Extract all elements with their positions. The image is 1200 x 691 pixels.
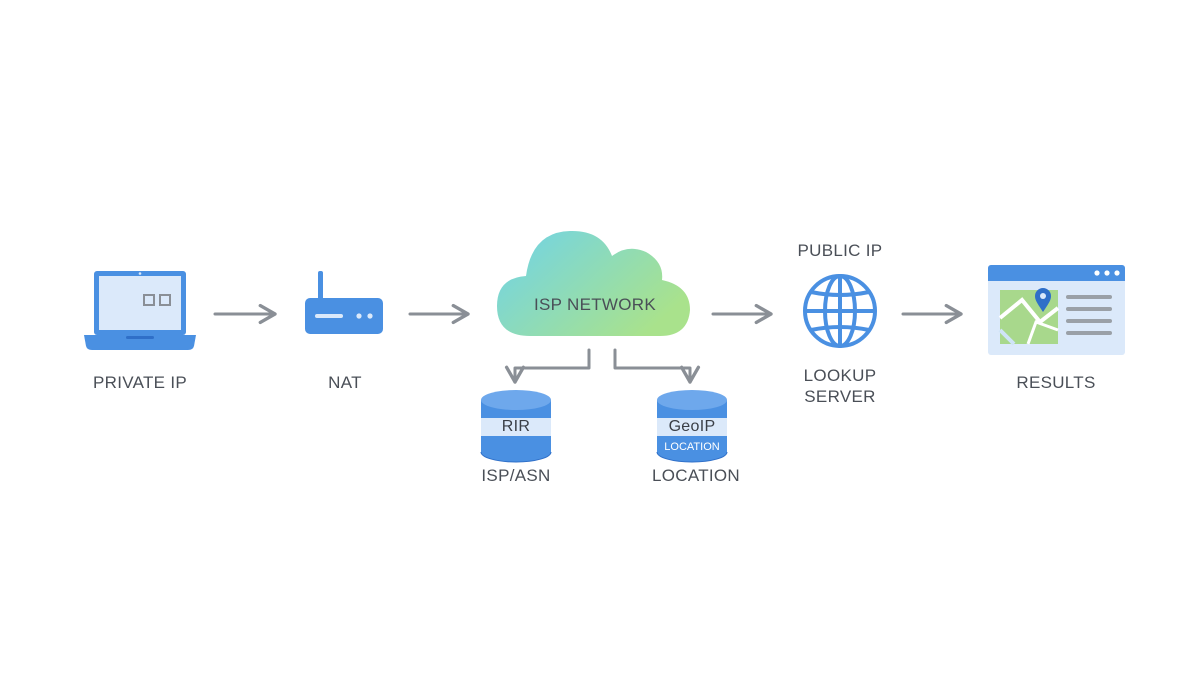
router-icon <box>305 271 383 334</box>
rir-db-label: RIR <box>501 418 531 435</box>
geoip-db-sublabel: LOCATION <box>664 441 720 453</box>
results-window-icon <box>988 265 1125 355</box>
geoip-db-label: GeoIP <box>668 418 716 435</box>
lookup-label-line1: LOOKUP <box>803 366 877 385</box>
arrow-isp-to-rir <box>504 348 591 384</box>
isp-asn-label: ISP/ASN <box>481 466 551 485</box>
public-ip-label: PUBLIC IP <box>797 241 883 260</box>
globe-icon <box>803 274 877 348</box>
laptop-icon <box>84 271 196 350</box>
private-ip-label: PRIVATE IP <box>92 373 187 392</box>
results-label: RESULTS <box>1016 373 1096 392</box>
rir-database-icon <box>480 390 552 463</box>
lookup-label-line2: SERVER <box>804 387 876 406</box>
location-label: LOCATION <box>651 466 741 485</box>
geoip-database-icon <box>656 390 728 463</box>
isp-network-label: ISP NETWORK <box>533 295 656 314</box>
arrow-isp-to-geoip <box>613 348 701 384</box>
nat-label: NAT <box>328 373 362 392</box>
location-pin-icon <box>1035 288 1051 312</box>
cloud-icon <box>497 230 690 336</box>
